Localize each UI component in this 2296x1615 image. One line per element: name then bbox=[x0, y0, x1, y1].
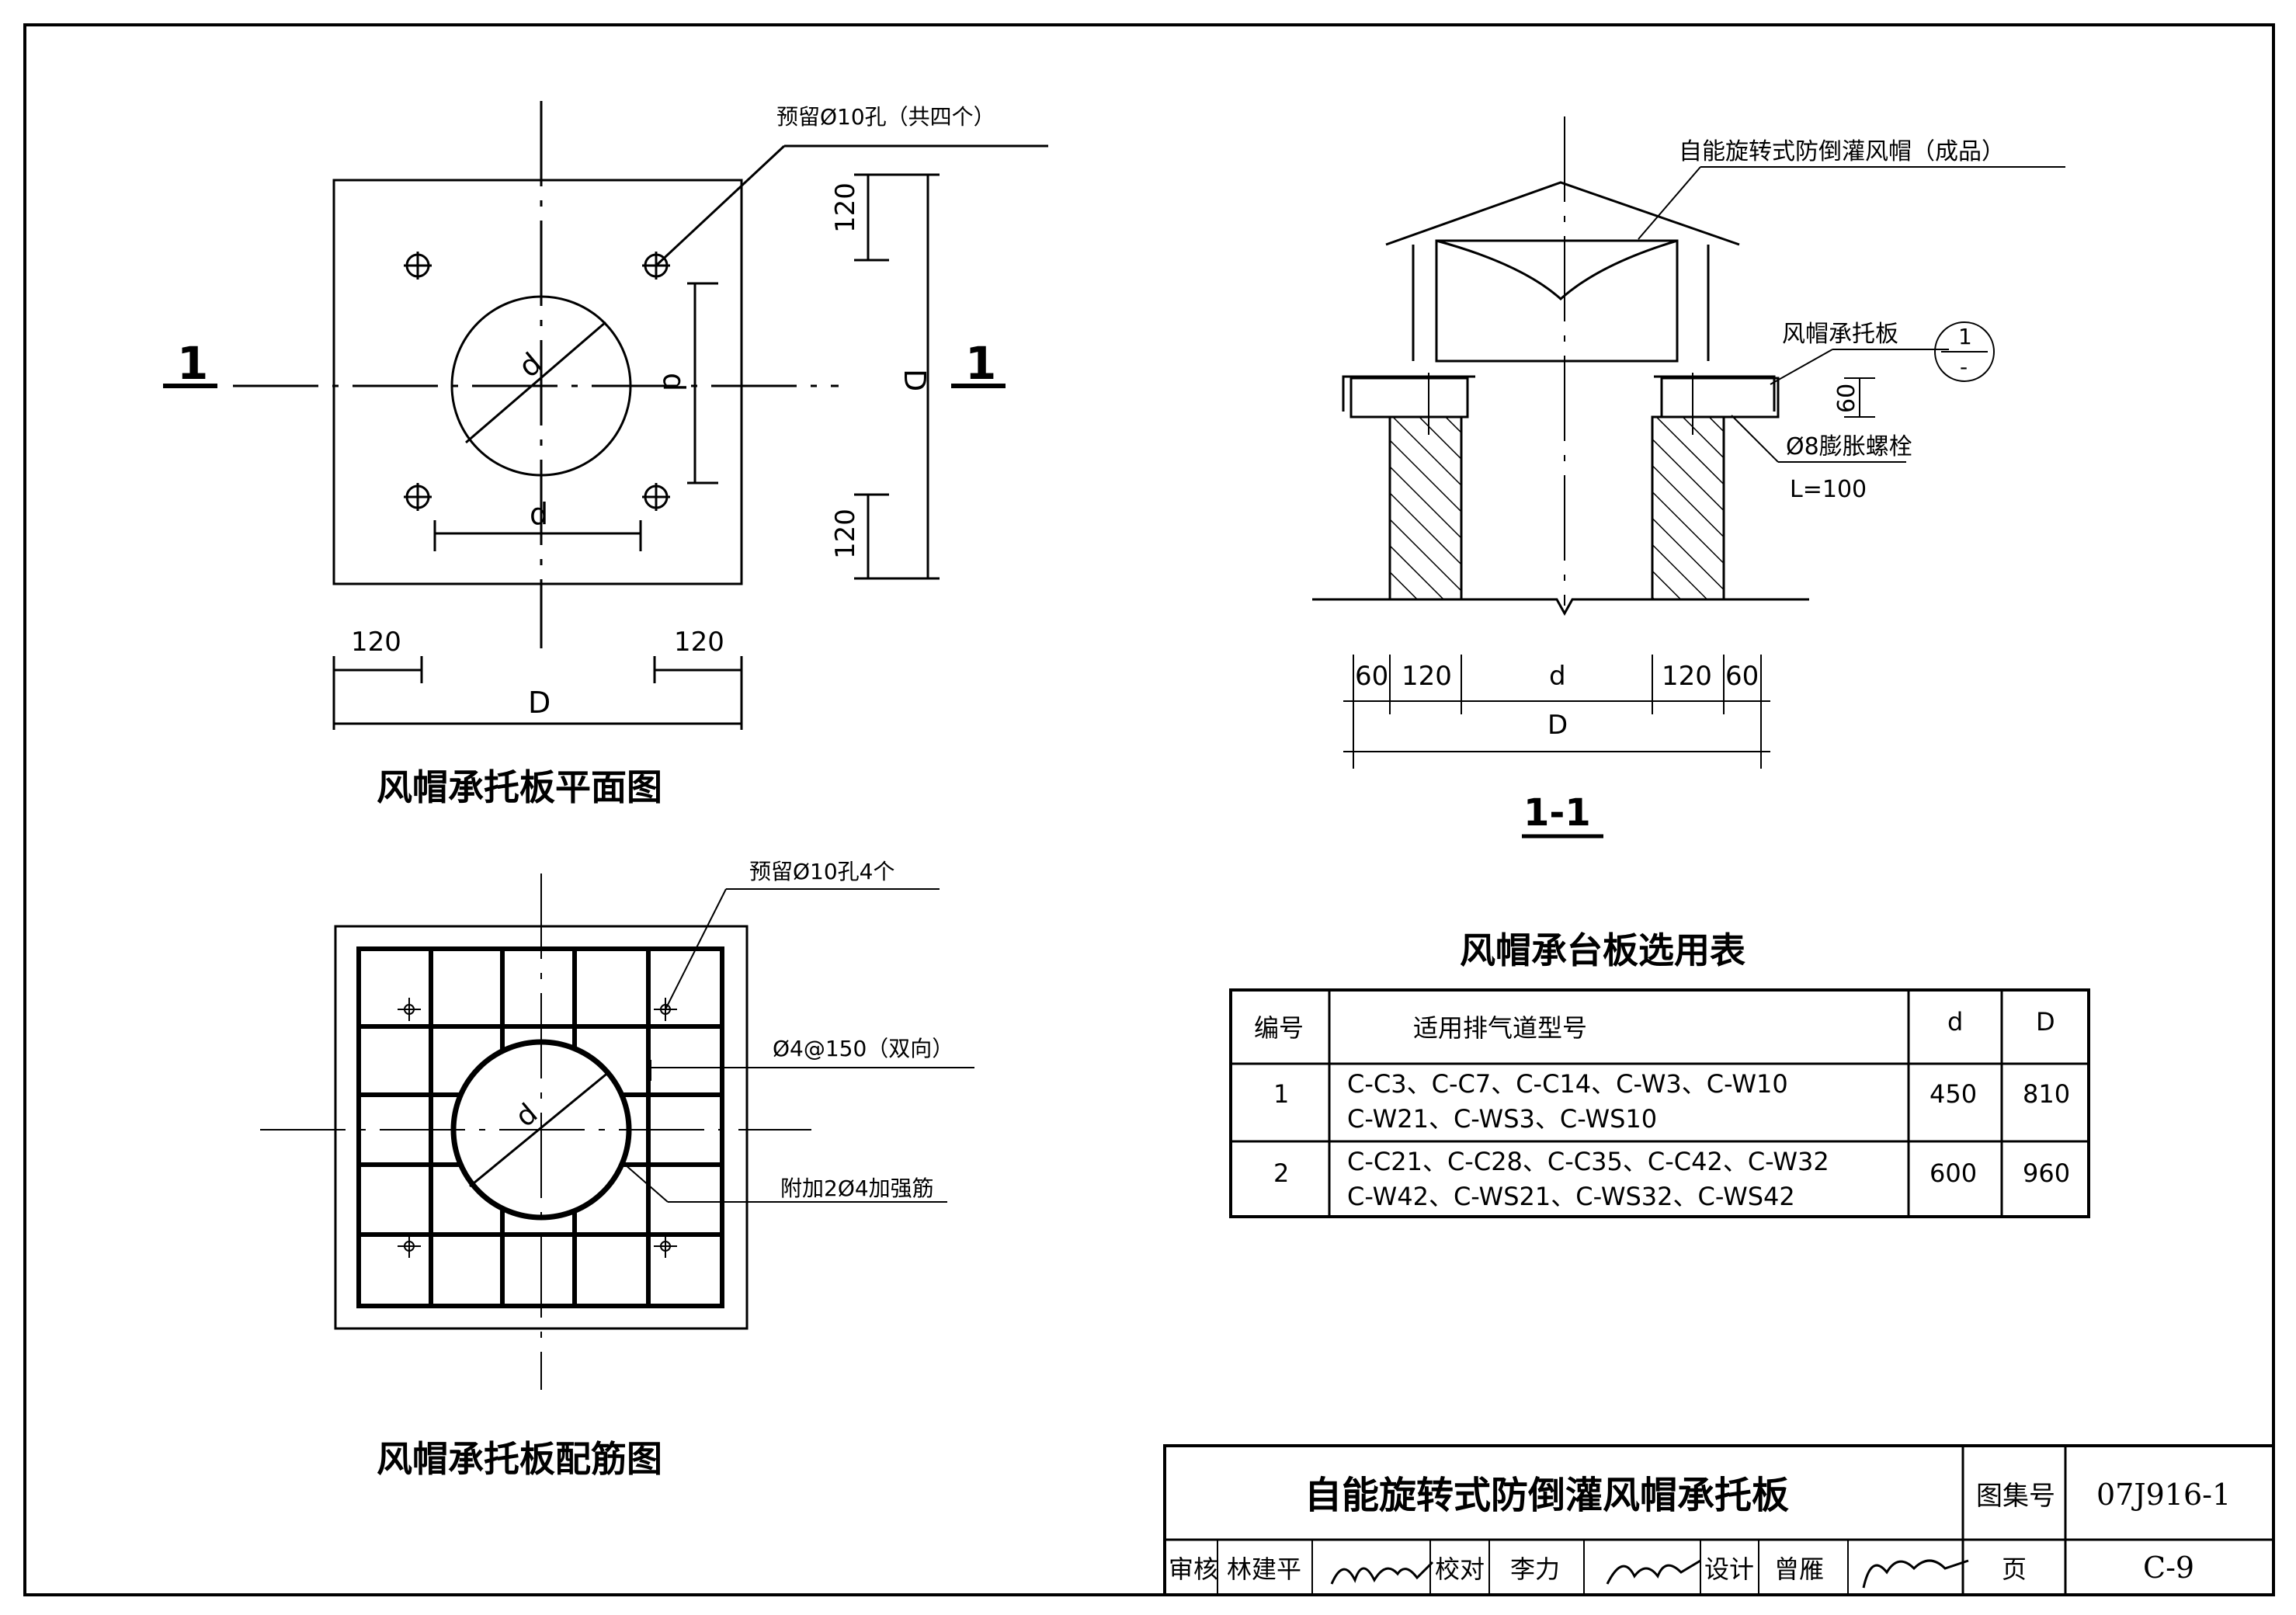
plate-left bbox=[1349, 377, 1469, 419]
plan-section-mark-left: 1 bbox=[177, 337, 208, 390]
plan-flue-opening bbox=[450, 295, 632, 477]
rebar-hole-note: 预留Ø10孔4个 bbox=[749, 859, 894, 884]
design-label: 设计 bbox=[1704, 1554, 1754, 1584]
ground-line bbox=[1312, 598, 1809, 616]
reviewer-signature bbox=[1330, 1561, 1434, 1585]
cap-louver bbox=[1435, 239, 1679, 363]
check-label: 校对 bbox=[1435, 1554, 1485, 1584]
table-row-1-no: 1 bbox=[1273, 1079, 1289, 1109]
table-row-1-models-line2: C-W21、C-WS3、C-WS10 bbox=[1347, 1104, 1657, 1134]
rebar-view-title: 风帽承托板配筋图 bbox=[377, 1438, 662, 1480]
plan-hole-bottom-right bbox=[642, 483, 670, 511]
table-row-2-models-line2: C-W42、C-WS21、C-WS32、C-WS42 bbox=[1347, 1182, 1795, 1211]
table-row-1-d: 450 bbox=[1930, 1079, 1977, 1109]
plan-view bbox=[163, 101, 1048, 730]
rebar-extra-leader bbox=[624, 1164, 669, 1203]
sheet-border bbox=[23, 23, 2275, 1596]
table-header-no: 编号 bbox=[1254, 1013, 1304, 1043]
section-dim-60-left: 60 bbox=[1355, 661, 1388, 692]
rebar-extra-note: 附加2Ø4加强筋 bbox=[780, 1176, 934, 1201]
section-dim-60-vertical: 60 bbox=[1833, 384, 1860, 413]
rebar-mesh-note: Ø4@150（双向） bbox=[773, 1036, 953, 1061]
section-dim-60-right: 60 bbox=[1725, 661, 1759, 692]
plan-hole-top-left bbox=[404, 252, 432, 280]
plan-label-d-horizontal: d bbox=[530, 497, 548, 531]
designer-name: 曾雁 bbox=[1774, 1554, 1824, 1584]
title-block bbox=[1163, 1444, 2275, 1596]
selection-table-text: 编号 适用排气道型号 d D 1 C-C3、C-C7、C-C14、C-W3、C-… bbox=[1254, 1007, 2070, 1211]
atlas-number: 07J916-1 bbox=[2096, 1478, 2231, 1512]
wall-left bbox=[1388, 415, 1463, 601]
rebar-hole-leader bbox=[665, 888, 727, 1010]
plan-dim-120-right: 120 bbox=[674, 627, 724, 658]
plan-view-title: 风帽承托板平面图 bbox=[377, 766, 662, 808]
section-title: 1-1 bbox=[1523, 791, 1591, 835]
plate-right bbox=[1660, 377, 1780, 419]
rebar-hole-bottom-right bbox=[654, 1235, 677, 1258]
plan-label-d-diameter: d bbox=[512, 346, 548, 384]
plan-hole-bottom-left bbox=[404, 483, 432, 511]
plan-view-text: 预留Ø10孔（共四个） 1 1 d d d D D 120 120 120 12… bbox=[177, 104, 996, 808]
plate-note: 风帽承托板 bbox=[1782, 321, 1898, 348]
rebar-view bbox=[260, 873, 974, 1390]
table-row-2-no: 2 bbox=[1273, 1158, 1289, 1188]
section-dim-120-right: 120 bbox=[1662, 661, 1712, 692]
table-header-d: d bbox=[1947, 1007, 1963, 1037]
reviewer-name: 林建平 bbox=[1227, 1554, 1301, 1584]
designer-signature bbox=[1862, 1559, 1969, 1589]
selection-table bbox=[1229, 988, 2090, 1218]
plan-plate-outline bbox=[332, 179, 743, 585]
table-row-2-models-line1: C-C21、C-C28、C-C35、C-C42、C-W32 bbox=[1347, 1147, 1829, 1176]
checker-name: 李力 bbox=[1510, 1554, 1560, 1584]
table-row-1-D: 810 bbox=[2023, 1079, 2070, 1109]
plan-hole-leader bbox=[655, 144, 786, 267]
section-label-D: D bbox=[1547, 710, 1568, 741]
plan-label-d-vertical: d bbox=[657, 373, 691, 391]
table-row-2-D: 960 bbox=[2023, 1158, 2070, 1188]
review-label: 审核 bbox=[1169, 1554, 1218, 1584]
table-title: 风帽承台板选用表 bbox=[1460, 929, 1745, 971]
detail-ref-top: 1 bbox=[1958, 324, 1972, 349]
plan-dim-120-top: 120 bbox=[830, 182, 861, 233]
rebar-view-text: 预留Ø10孔4个 Ø4@150（双向） 附加2Ø4加强筋 d 风帽承托板配筋图 bbox=[377, 859, 953, 1480]
rebar-hole-top-left bbox=[398, 998, 421, 1021]
title-block-text: 自能旋转式防倒灌风帽承托板 图集号 07J916-1 审核 林建平 校对 李力 … bbox=[1169, 1474, 2231, 1585]
section-view bbox=[1312, 116, 2065, 839]
rebar-hole-bottom-left bbox=[398, 1235, 421, 1258]
table-row-2-d: 600 bbox=[1930, 1158, 1977, 1188]
plan-section-mark-right: 1 bbox=[965, 337, 996, 390]
page-label: 页 bbox=[2002, 1554, 2027, 1584]
plan-diameter-line bbox=[465, 321, 606, 444]
table-header-D: D bbox=[2036, 1007, 2055, 1037]
table-row-1-models-line1: C-C3、C-C7、C-C14、C-W3、C-W10 bbox=[1347, 1069, 1788, 1099]
plan-dim-120-bottom: 120 bbox=[830, 509, 861, 559]
cap-note: 自能旋转式防倒灌风帽（成品） bbox=[1679, 138, 2005, 165]
wall-right bbox=[1651, 415, 1725, 601]
checker-signature bbox=[1606, 1559, 1701, 1585]
section-view-text: 自能旋转式防倒灌风帽（成品） 风帽承托板 1 - Ø8膨胀螺栓 L=100 60… bbox=[1355, 138, 2005, 835]
section-label-d: d bbox=[1549, 661, 1566, 692]
plan-dim-120-left: 120 bbox=[351, 627, 401, 658]
bolt-note: Ø8膨胀螺栓 bbox=[1786, 433, 1912, 460]
detail-ref-circle bbox=[1934, 321, 1995, 382]
drawing-title: 自能旋转式防倒灌风帽承托板 bbox=[1304, 1474, 1789, 1517]
rebar-diameter-line bbox=[469, 1070, 610, 1188]
atlas-label: 图集号 bbox=[1976, 1481, 2055, 1512]
page-number: C-9 bbox=[2143, 1551, 2194, 1585]
section-dim-120-left: 120 bbox=[1402, 661, 1452, 692]
plan-hole-note: 预留Ø10孔（共四个） bbox=[776, 104, 995, 130]
table-header-models: 适用排气道型号 bbox=[1413, 1013, 1587, 1043]
bolt-length: L=100 bbox=[1790, 476, 1867, 503]
plan-label-D-horizontal: D bbox=[528, 686, 551, 720]
plan-label-D-vertical: D bbox=[898, 369, 932, 391]
cap-roof bbox=[1385, 181, 1740, 246]
detail-ref-bottom: - bbox=[1960, 354, 1968, 380]
